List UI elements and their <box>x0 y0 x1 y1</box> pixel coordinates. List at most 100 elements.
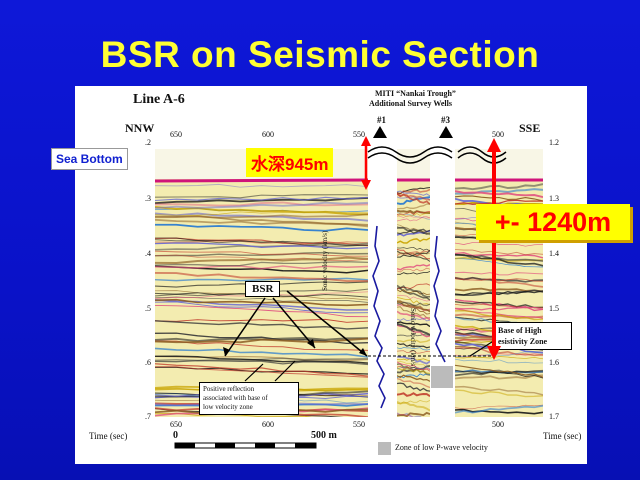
seismic-reflector <box>155 196 368 202</box>
legend-swatch <box>378 442 391 455</box>
positive-reflection-box: Positive reflection associated with base… <box>199 382 299 415</box>
seismic-reflector <box>397 350 430 354</box>
seismic-reflector <box>455 300 543 309</box>
time-tick-left: .2 <box>145 138 151 147</box>
seismic-reflector <box>155 223 368 232</box>
sea-bottom-label: Sea Bottom <box>51 148 128 170</box>
seismic-reflector <box>397 323 430 336</box>
seismic-reflector <box>397 413 414 417</box>
well-1-label: #1 <box>377 115 386 125</box>
time-tick-right: 1.3 <box>549 194 559 203</box>
seismic-reflector <box>397 246 430 252</box>
time-tick-left: .7 <box>145 412 151 421</box>
seismic-reflector <box>455 374 543 380</box>
well-3-marker <box>439 126 453 138</box>
seismic-reflector <box>397 374 430 382</box>
seismic-reflector <box>455 195 543 202</box>
seismic-reflector <box>155 237 368 246</box>
seismic-reflector <box>397 411 430 417</box>
seismic-reflector <box>155 355 368 364</box>
seismic-reflector <box>397 264 430 271</box>
seismic-reflector <box>155 201 368 207</box>
seismic-reflector <box>397 300 430 313</box>
well-3-log <box>433 235 446 363</box>
seismic-reflector <box>397 301 430 315</box>
seismic-reflector <box>155 256 368 264</box>
direction-left: NNW <box>125 121 155 135</box>
seismic-reflector <box>155 261 368 267</box>
seismic-reflector <box>155 206 368 216</box>
seismic-reflector <box>155 196 368 205</box>
seismic-reflector <box>397 377 430 389</box>
bottom-tick: 550 <box>353 420 365 429</box>
seismic-reflector <box>455 271 543 276</box>
seismic-reflector <box>397 347 430 351</box>
scale-bar <box>174 442 317 449</box>
seismic-reflector <box>455 190 543 199</box>
seismic-reflector <box>155 265 368 270</box>
seismic-reflector <box>397 271 430 275</box>
seismic-reflector <box>155 347 368 358</box>
seismic-reflector <box>155 183 368 188</box>
bsr-pointer-3 <box>286 290 368 357</box>
bsr-label: BSR <box>245 281 281 297</box>
seismic-reflector <box>155 412 312 417</box>
seismic-reflector <box>155 318 368 323</box>
log-label-1: Sonic velocity (km/s) <box>321 230 329 291</box>
seismic-reflector <box>455 276 543 283</box>
slide-title: BSR on Seismic Section <box>100 34 540 75</box>
seismic-reflector <box>455 241 543 247</box>
base-high-text: esistivity Zone <box>498 337 548 346</box>
time-tick-left: .6 <box>145 358 151 367</box>
sea-bottom-reflector <box>154 178 369 183</box>
seismic-reflector <box>397 294 430 302</box>
seismic-reflector <box>155 242 368 251</box>
seismic-reflector <box>397 267 430 273</box>
seismic-reflector <box>155 250 368 257</box>
seismic-reflector <box>397 306 430 319</box>
bottom-tick: 600 <box>262 420 274 429</box>
top-tick: 650 <box>170 130 182 139</box>
seismic-reflector <box>155 304 368 318</box>
seismic-reflector <box>155 242 368 250</box>
time-axis-label-left: Time (sec) <box>89 431 128 441</box>
time-tick-right: 1.4 <box>549 249 559 258</box>
seismic-reflector <box>397 342 430 349</box>
seismic-reflector <box>455 290 543 296</box>
well-1-log <box>372 225 386 409</box>
seismic-reflector <box>397 216 430 222</box>
seismic-reflector <box>397 237 430 244</box>
time-tick-right: 1.5 <box>549 304 559 313</box>
seismic-reflector <box>155 201 368 210</box>
seismic-reflector <box>455 251 543 259</box>
seismic-reflector <box>155 366 368 378</box>
time-tick-left: .3 <box>145 194 151 203</box>
seismic-reflector <box>397 228 430 235</box>
time-tick-right: 1.6 <box>549 358 559 367</box>
positive-reflection-text: associated with base of <box>203 394 268 402</box>
top-tick: 500 <box>492 130 504 139</box>
seismic-section <box>154 126 543 455</box>
seismic-reflector <box>455 385 543 396</box>
seismic-reflector <box>397 321 430 328</box>
seismic-reflector <box>155 301 368 314</box>
seismic-reflector <box>155 213 368 219</box>
seismic-reflector <box>397 224 430 236</box>
seismic-reflector <box>155 239 368 247</box>
seismic-reflector <box>397 193 430 205</box>
seismic-reflector <box>397 317 430 322</box>
seismic-reflector <box>397 211 430 216</box>
seismic-reflector <box>455 253 543 267</box>
bottom-tick: 650 <box>170 420 182 429</box>
well-1-marker <box>373 126 387 138</box>
seismic-reflector <box>397 373 430 379</box>
seismic-reflector <box>155 237 368 247</box>
line-label: Line A-6 <box>133 92 185 107</box>
seismic-reflector <box>397 203 430 210</box>
top-tick: 600 <box>262 130 274 139</box>
seismic-reflector <box>397 297 430 306</box>
bsr-pointer-1 <box>224 297 266 357</box>
seismic-reflector <box>397 361 430 371</box>
well-3-label: #3 <box>441 115 450 125</box>
seismic-reflector <box>455 364 543 378</box>
